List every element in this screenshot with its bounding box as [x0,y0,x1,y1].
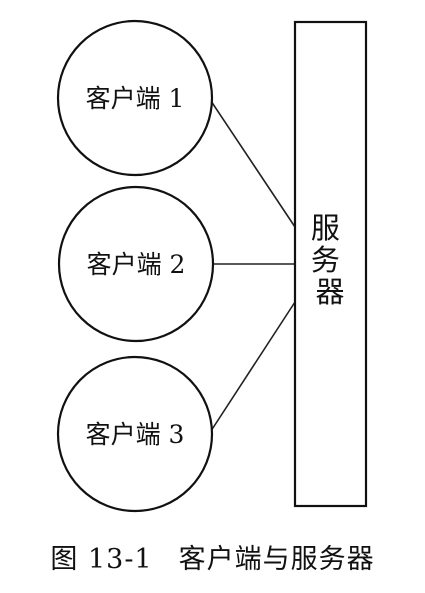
server-label-char: 务 [311,243,340,277]
connector-client-1 [208,97,296,228]
server-box [293,20,368,508]
client-node-2: 客户端 2 [57,185,215,343]
client-node-3: 客户端 3 [56,355,214,513]
figure-title: 客户端与服务器 [178,543,375,575]
server-node: 服 务 器 [293,20,368,508]
server-label: 服 务 器 [311,211,349,309]
server-label-char: 服 [311,211,340,245]
client-node-1: 客户端 1 [56,19,214,177]
figure-number: 图 13-1 [50,543,153,575]
server-label-char: 器 [315,275,344,309]
figure-caption: 图 13-1 客户端与服务器 [0,532,425,580]
connector-client-3 [208,301,296,435]
client-circle-1 [56,19,214,177]
client-circle-3 [56,355,214,513]
client-label-1: 客户端 1 [86,84,185,113]
client-label-3: 客户端 3 [86,420,185,449]
client-circle-2 [57,185,215,343]
client-label-2: 客户端 2 [87,250,186,279]
client-server-diagram: 客户端 1 客户端 2 客户端 3 服 务 器 [56,19,368,513]
